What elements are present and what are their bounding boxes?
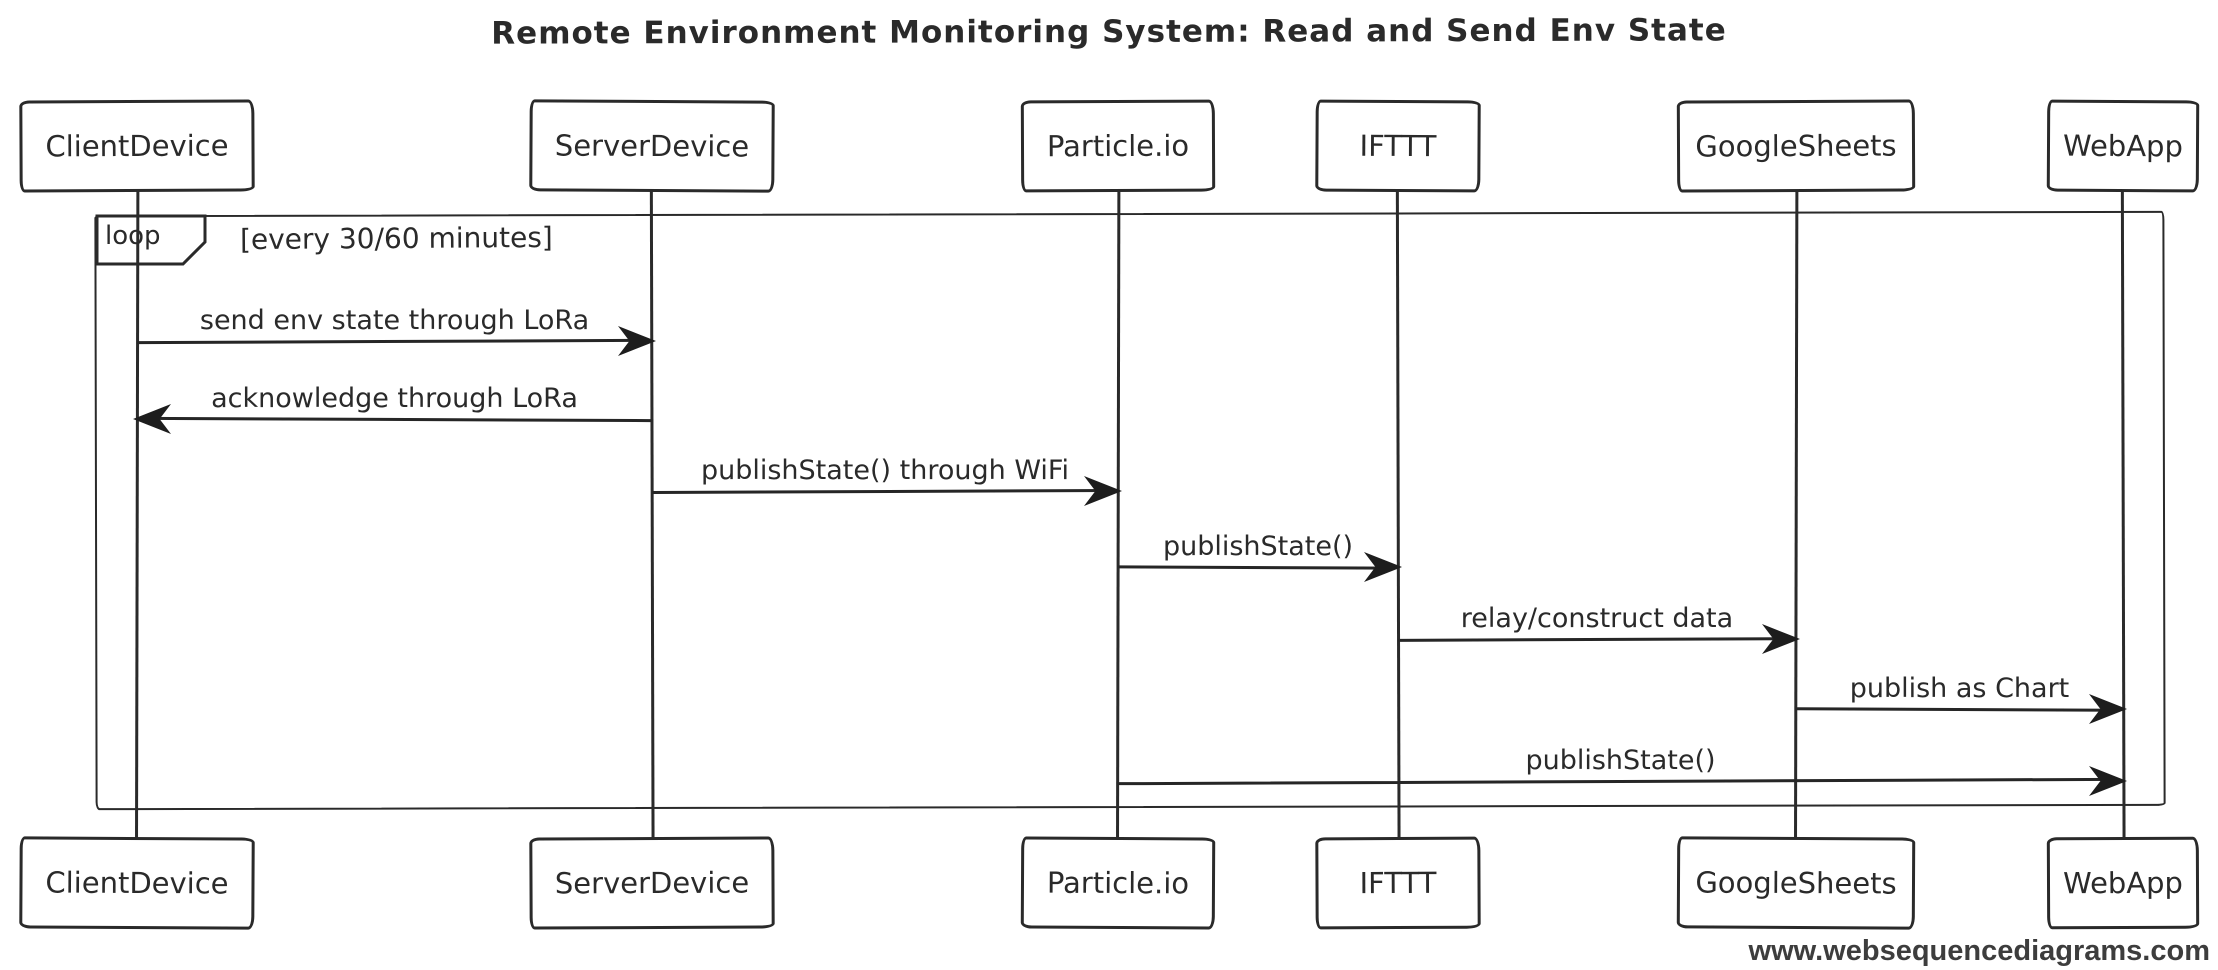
message-publish-as-chart: publish as Chart xyxy=(1795,665,2127,724)
participant-bottom-googlesheets: GoogleSheets xyxy=(1676,836,1916,930)
message-publishstate-wifi: publishState() through WiFi xyxy=(651,447,1122,506)
participant-top-ifttt: IFTTT xyxy=(1315,99,1481,193)
participant-bottom-particle-io: Particle.io xyxy=(1020,836,1216,930)
message-label: send env state through LoRa xyxy=(199,305,590,336)
message-label: publishState() xyxy=(1525,745,1716,776)
message-publishstate-ifttt: publishState() xyxy=(1117,523,1402,582)
message-label: publishState() xyxy=(1162,531,1354,562)
diagram-title: Remote Environment Monitoring System: Re… xyxy=(491,12,1727,52)
loop-pentagon-outline xyxy=(95,214,207,266)
participant-top-webapp: WebApp xyxy=(2046,99,2200,193)
participant-top-googlesheets: GoogleSheets xyxy=(1676,99,1916,193)
message-label: relay/construct data xyxy=(1460,603,1734,634)
participant-bottom-clientdevice: ClientDevice xyxy=(19,836,255,930)
message-label: acknowledge through LoRa xyxy=(211,383,578,414)
participant-bottom-ifttt: IFTTT xyxy=(1315,836,1481,930)
message-publishstate-webapp: publishState() xyxy=(1117,737,2127,796)
loop-operator-pentagon: loop xyxy=(95,214,207,266)
participant-top-serverdevice: ServerDevice xyxy=(529,99,775,193)
loop-guard-label: [every 30/60 minutes] xyxy=(239,220,553,257)
websequencediagrams-watermark: www.websequencediagrams.com xyxy=(1748,935,2210,967)
participant-bottom-serverdevice: ServerDevice xyxy=(529,836,775,930)
message-relay-construct-data: relay/construct data xyxy=(1397,595,1800,654)
participant-bottom-webapp: WebApp xyxy=(2046,836,2200,930)
participant-top-particle-io: Particle.io xyxy=(1020,99,1216,193)
message-label: publishState() through WiFi xyxy=(700,455,1070,486)
participant-top-clientdevice: ClientDevice xyxy=(19,99,255,193)
message-send-env-state: send env state through LoRa xyxy=(136,297,656,356)
loop-operator-label: loop xyxy=(105,221,161,251)
message-acknowledge: acknowledge through LoRa xyxy=(133,375,653,434)
message-line xyxy=(1117,565,1393,570)
message-label: publish as Chart xyxy=(1849,673,2070,704)
